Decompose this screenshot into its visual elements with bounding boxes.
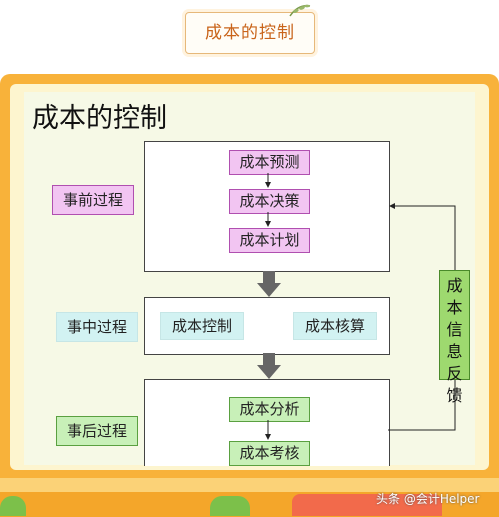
- step-cost-plan: 成本计划: [229, 228, 310, 253]
- watermark-text: 头条 @会计Helper: [376, 492, 480, 506]
- train-illustration: [292, 494, 442, 516]
- phase-arrow-1: [257, 271, 281, 297]
- step-cost-accounting: 成本核算: [293, 312, 377, 340]
- header-title: 成本的控制: [205, 23, 295, 43]
- feedback-char: 本: [446, 298, 463, 317]
- feedback-loop-line: [388, 380, 456, 431]
- step-cost-decision: 成本决策: [229, 189, 310, 214]
- step-cost-analysis: 成本分析: [229, 397, 310, 422]
- phase-label-before: 事前过程: [52, 185, 134, 215]
- leaf-ornament-icon: [289, 4, 311, 17]
- slide-title: 成本的控制: [32, 103, 167, 134]
- step-cost-forecast: 成本预测: [229, 150, 310, 175]
- bush-decoration: [210, 496, 250, 516]
- feedback-char: 反: [446, 364, 463, 383]
- feedback-char: 息: [446, 342, 463, 361]
- bush-decoration: [0, 496, 26, 516]
- feedback-char: 成: [446, 276, 463, 295]
- feedback-char-last: 馈: [446, 386, 463, 405]
- feedback-loop-return: [389, 203, 456, 270]
- footer-highlight: [0, 478, 499, 492]
- step-cost-assessment: 成本考核: [229, 441, 310, 466]
- cost-feedback-box: 成 本 信 息 反 馈: [439, 270, 470, 405]
- phase-label-after: 事后过程: [56, 416, 138, 446]
- phase-arrow-2: [257, 353, 281, 379]
- feedback-char: 信: [446, 320, 463, 339]
- step-cost-control: 成本控制: [160, 312, 244, 340]
- phase-label-during: 事中过程: [56, 312, 138, 342]
- header-title-tab: 成本的控制: [185, 12, 315, 54]
